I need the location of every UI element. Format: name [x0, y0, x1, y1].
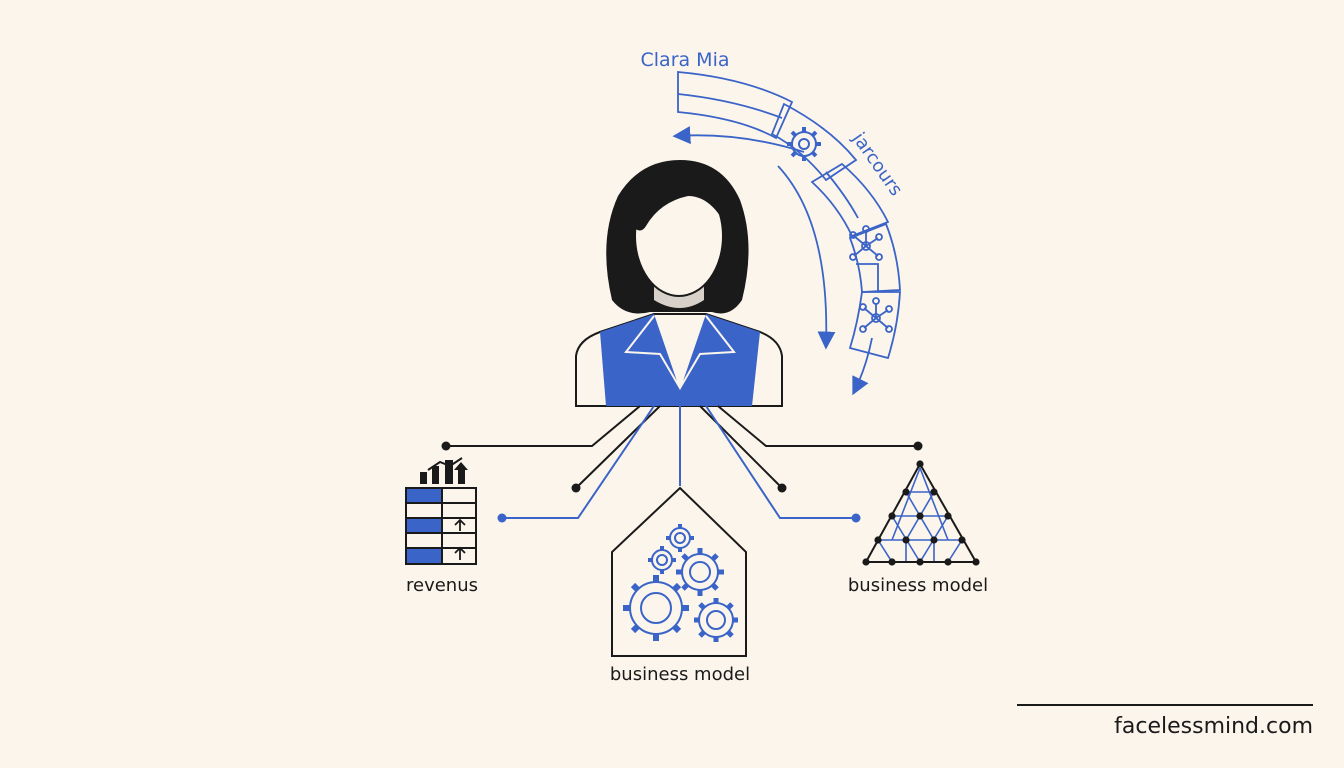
person-avatar — [575, 160, 783, 407]
bar-chart-icon — [420, 457, 468, 484]
connector-lines — [446, 405, 918, 519]
label-left: revenus — [406, 575, 478, 596]
connector-dots — [441, 441, 923, 523]
revenue-table-icon — [405, 487, 477, 565]
triangle-lattice-icon — [862, 460, 980, 566]
label-right: business model — [848, 575, 988, 596]
arc-label: jarcours — [847, 128, 906, 200]
footer-brand: facelessmind.com — [1114, 714, 1313, 739]
label-center: business model — [610, 664, 750, 685]
gears-icon — [611, 486, 747, 657]
arc-arrows — [672, 126, 873, 396]
gear-icon — [787, 127, 821, 161]
network-icon — [849, 225, 883, 261]
network-icon — [859, 297, 893, 333]
journey-arc — [677, 71, 901, 360]
footer-rule — [1017, 704, 1313, 706]
diagram-title: Clara Mia — [641, 49, 730, 71]
